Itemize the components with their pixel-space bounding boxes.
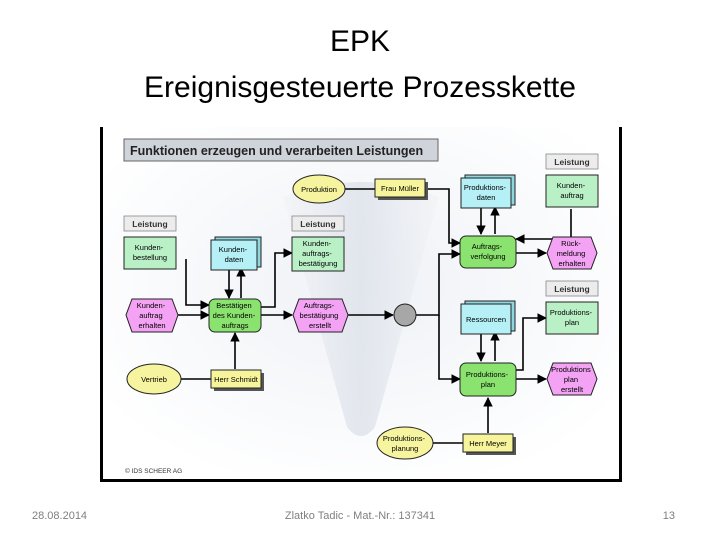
epk-diagram-svg: Funktionen erzeugen und verarbeiten Leis… <box>103 127 619 479</box>
connector-lines <box>178 188 572 444</box>
node-kundenauftrag: Kunden- auftrag <box>545 174 599 208</box>
node-frau-mueller: Frau Müller <box>374 178 428 200</box>
node-rueckmeldung-erhalten: Rück- meldung erhalten <box>546 236 598 270</box>
leistung-label-1: Leistung <box>123 215 177 232</box>
svg-text:Produktions- daten: Produktions- daten <box>464 183 508 202</box>
svg-text:Kunden- bestellung: Kunden- bestellung <box>133 243 167 262</box>
svg-text:Bestätigen des Kunden-: Bestätigen des Kunden- auftrags <box>213 301 258 330</box>
diagram-header-box <box>123 138 439 162</box>
connector-circle <box>393 303 417 327</box>
node-auftragsverfolgung: Auftrags- verfolgung <box>459 235 517 269</box>
leistung-label-text: Leistung <box>554 157 589 167</box>
diagram-header: Funktionen erzeugen und verarbeiten Leis… <box>130 144 423 158</box>
node-produktion: Produktion <box>292 174 346 204</box>
svg-text:Kunden- daten: Kunden- daten <box>219 245 249 264</box>
node-kundenauftragsbestaetigung: Kunden- auftrags- bestätigung <box>291 236 345 272</box>
svg-text:Produktions plan e: Produktions plan erstellt <box>551 365 593 394</box>
node-herr-meyer: Herr Meyer <box>462 433 516 455</box>
node-kundenauftrag-erhalten: Kunden- auftrag erhalten <box>125 298 179 333</box>
svg-text:Produktions- plan: Produktions- plan <box>550 308 594 327</box>
svg-text:Herr Meyer: Herr Meyer <box>469 439 507 448</box>
node-kundendaten: Kunden- daten <box>210 236 262 271</box>
footer-date: 28.08.2014 <box>32 510 88 522</box>
svg-text:Rück- meldung erha: Rück- meldung erhalten <box>557 239 588 268</box>
svg-text:Produktions- planung: Produktions- planung <box>383 434 427 453</box>
svg-text:Kunden- auftrag er: Kunden- auftrag erhalten <box>137 301 167 330</box>
node-herr-schmidt: Herr Schmidt <box>210 369 264 391</box>
footer-author: Zlatko Tadic - Mat.-Nr.: 137341 <box>284 510 436 522</box>
leistung-label-4: Leistung <box>545 280 599 297</box>
svg-text:Frau Müller: Frau Müller <box>381 184 419 193</box>
svg-text:Kunden- auftrags-: Kunden- auftrags- bestätigung <box>299 239 338 268</box>
node-vertrieb: Vertrieb <box>126 363 182 395</box>
node-produktionsdaten: Produktions- daten <box>460 174 516 209</box>
svg-text:Produktions- plan: Produktions- plan <box>466 370 510 389</box>
node-produktionsplan-erstellt: Produktions plan erstellt <box>546 362 598 396</box>
svg-text:Produktion: Produktion <box>301 185 337 194</box>
node-bestaetigen-des-kundenauftrags: Bestätigen des Kunden- auftrags <box>208 298 262 333</box>
slide-title-line2: Ereignisgesteuerte Prozesskette <box>144 71 576 104</box>
leistung-label-text: Leistung <box>300 219 335 229</box>
node-ressourcen: Ressourcen <box>460 300 516 335</box>
node-auftragsbestaetigung-erstellt: Auftrags- bestätigung erstellt <box>292 298 349 333</box>
node-kundenbestellung: Kunden- bestellung <box>123 236 177 270</box>
slide-title-line1: EPK <box>329 25 391 58</box>
svg-text:Auftrags- verfolgung: Auftrags- verfolgung <box>470 242 505 261</box>
svg-text:Herr Schmidt: Herr Schmidt <box>214 375 259 384</box>
svg-text:Ressourcen: Ressourcen <box>466 315 506 324</box>
footer-page-number: 13 <box>662 510 675 522</box>
leistung-label-2: Leistung <box>291 215 345 232</box>
leistung-label-text: Leistung <box>554 284 589 294</box>
svg-text:Vertrieb: Vertrieb <box>141 375 167 384</box>
leistung-label-3: Leistung <box>545 153 599 170</box>
node-produktionsplan-leistung: Produktions- plan <box>545 301 599 335</box>
copyright: © IDS SCHEER AG <box>125 467 182 475</box>
leistung-label-text: Leistung <box>132 219 167 229</box>
epk-diagram: Funktionen erzeugen und verarbeiten Leis… <box>100 127 622 482</box>
node-produktionsplanung: Produktions- planung <box>376 426 434 460</box>
svg-text:Auftrags- bestätigung: Auftrags- bestätigung erstellt <box>300 301 341 330</box>
svg-text:Kunden- auftrag: Kunden- auftrag <box>557 181 587 200</box>
node-produktionsplan: Produktions- plan <box>459 362 517 397</box>
